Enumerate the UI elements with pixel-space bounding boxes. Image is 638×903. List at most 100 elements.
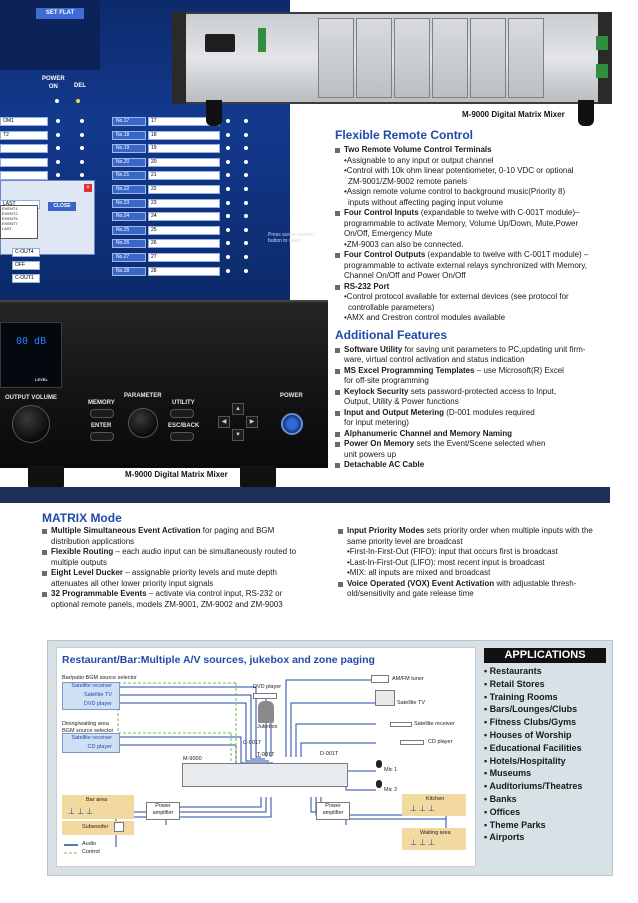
cd-player-icon xyxy=(400,740,424,745)
feature-subline: optional remote panels, models ZM-9001, … xyxy=(51,599,283,609)
application-item: • Auditoriums/Theatres xyxy=(484,781,583,792)
channel-indicator xyxy=(244,159,248,164)
bar-area-label: Bar area xyxy=(86,797,108,803)
rack-foot xyxy=(206,100,222,126)
feature-subline: •Last-In-First-Out (LIFO): most recent i… xyxy=(347,557,545,567)
channel-name-field: 28 xyxy=(148,266,220,276)
channel-button: No.20 xyxy=(112,157,146,167)
feature-heading: RS-232 Port xyxy=(344,281,390,291)
dining-source-selector xyxy=(62,733,120,753)
t001t-label: T-001T xyxy=(257,752,275,758)
feature-subline: inputs without affecting paging input vo… xyxy=(348,197,504,207)
channel-indicator xyxy=(226,200,230,205)
channel-button: No.19 xyxy=(112,144,146,154)
remote-control-list: Two Remote Volume Control Terminals•Assi… xyxy=(335,145,615,324)
feature-text: (expandable to twelve with C-001T module… xyxy=(425,250,589,259)
module-slot xyxy=(432,18,468,98)
matrix-mode-title: MATRIX Mode xyxy=(42,511,122,525)
application-item: • Training Rooms xyxy=(484,691,558,702)
memory-label: MEMORY xyxy=(88,400,115,406)
channel-button: No.22 xyxy=(112,185,146,194)
feature-item: Eight Level Ducker – assignable priority… xyxy=(42,568,322,579)
dining-source-label: Satellite receiver xyxy=(71,735,112,741)
row-indicator xyxy=(56,173,60,177)
bar-source-label: Satellite receiver xyxy=(71,683,112,689)
rack-unit-rear xyxy=(172,12,612,104)
channel-indicator xyxy=(226,241,230,246)
feature-text: for saving unit parameters to PC,updatin… xyxy=(402,344,586,354)
feature-text: (D-001 modules required xyxy=(443,407,535,417)
application-item: • Retail Stores xyxy=(484,678,545,689)
parameter-label: PARAMETER xyxy=(124,393,162,399)
jukebox-icon xyxy=(258,701,274,723)
level-label: LEVEL xyxy=(35,377,48,382)
feature-text: – assignable priority levels and mute de… xyxy=(123,568,277,577)
channel-name-field: 24 xyxy=(148,212,220,222)
feature-subline: for off-site programming xyxy=(344,376,429,385)
feature-heading: Four Control Inputs xyxy=(344,208,419,217)
feature-item: Keylock Security sets password-protected… xyxy=(335,387,615,398)
bar-source-selector xyxy=(62,682,120,710)
terminal-block-icon xyxy=(596,36,608,50)
feature-heading: Software Utility xyxy=(344,344,403,354)
feature-heading: Four Control Outputs xyxy=(344,250,426,259)
del-label: DEL xyxy=(74,83,86,89)
channel-indicator xyxy=(244,241,248,246)
output-select: C-OUT1 xyxy=(12,274,40,283)
level-display xyxy=(0,322,62,388)
channel-indicator xyxy=(226,159,230,164)
matrix-mode-right: Input Priority Modes sets priority order… xyxy=(338,526,614,600)
kitchen-zone xyxy=(402,794,466,816)
application-item: • Banks xyxy=(484,793,517,804)
output-volume-label: OUTPUT VOLUME xyxy=(5,395,57,401)
arrow-down-icon: ▼ xyxy=(232,429,244,441)
channel-button: No.27 xyxy=(112,253,146,262)
arrow-right-icon: ▶ xyxy=(246,416,258,428)
channel-name-field: 21 xyxy=(148,171,220,181)
tv-icon xyxy=(375,690,395,706)
channel-indicator xyxy=(244,132,248,137)
channel-indicator xyxy=(244,255,248,259)
mic1-label: Mic 1 xyxy=(384,767,398,773)
dining-source-label: CD player xyxy=(87,744,112,750)
event-option: EVENT7 xyxy=(2,221,18,226)
feature-subline: •First-In-First-Out (FIFO): input that o… xyxy=(347,547,558,556)
screen-row: OM1 xyxy=(0,117,48,126)
row-indicator xyxy=(56,146,60,150)
feature-column: Flexible Remote Control Two Remote Volum… xyxy=(335,128,615,471)
bar-area-zone xyxy=(62,795,134,819)
speaker-icons: ⊥⊥⊥ xyxy=(410,838,437,847)
application-item: • Bars/Lounges/Clubs xyxy=(484,704,578,715)
channel-button: No.17 xyxy=(112,117,146,126)
kitchen-label: Kitchen xyxy=(426,796,445,802)
row-indicator xyxy=(56,119,60,123)
channel-name-field: 19 xyxy=(148,144,220,154)
feature-item: Flexible Routing – each audio input can … xyxy=(42,547,322,558)
divider-band xyxy=(0,487,610,503)
feature-heading: Power On Memory xyxy=(344,439,415,448)
feature-heading: Alphanumeric Channel and Memory Naming xyxy=(344,428,513,438)
mic2-label: Mic 2 xyxy=(384,787,398,793)
feature-heading: Two Remote Volume Control Terminals xyxy=(344,145,492,154)
channel-indicator xyxy=(244,200,248,205)
waiting-zone xyxy=(402,828,466,850)
feature-heading: Voice Operated (VOX) Event Activation xyxy=(347,578,495,588)
feature-heading: 32 Programmable Events xyxy=(51,589,147,598)
feature-item: Four Control Outputs (expandable to twel… xyxy=(335,250,615,261)
application-item: • Restaurants xyxy=(484,666,542,676)
channel-indicator xyxy=(244,268,248,273)
power-amp-right: Power amplifier xyxy=(316,802,350,820)
feature-text: sets priority order when multiple inputs… xyxy=(424,526,593,535)
channel-name-field: 27 xyxy=(148,253,220,262)
feature-subline: •Assignable to any input or output chann… xyxy=(344,155,494,165)
feature-subline: unit powers up xyxy=(344,449,397,459)
channel-button: No.25 xyxy=(112,225,146,235)
esc-back-label: ESC/BACK xyxy=(168,423,200,429)
feature-item: Alphanumeric Channel and Memory Naming xyxy=(335,429,615,440)
event-option: LAST xyxy=(2,226,13,231)
output-select: C-OUT4 xyxy=(12,248,40,257)
feature-item: Input Priority Modes sets priority order… xyxy=(338,526,614,537)
channel-name-field: 26 xyxy=(148,239,220,249)
rack-ear-left xyxy=(172,12,186,104)
channel-indicator xyxy=(244,146,248,151)
